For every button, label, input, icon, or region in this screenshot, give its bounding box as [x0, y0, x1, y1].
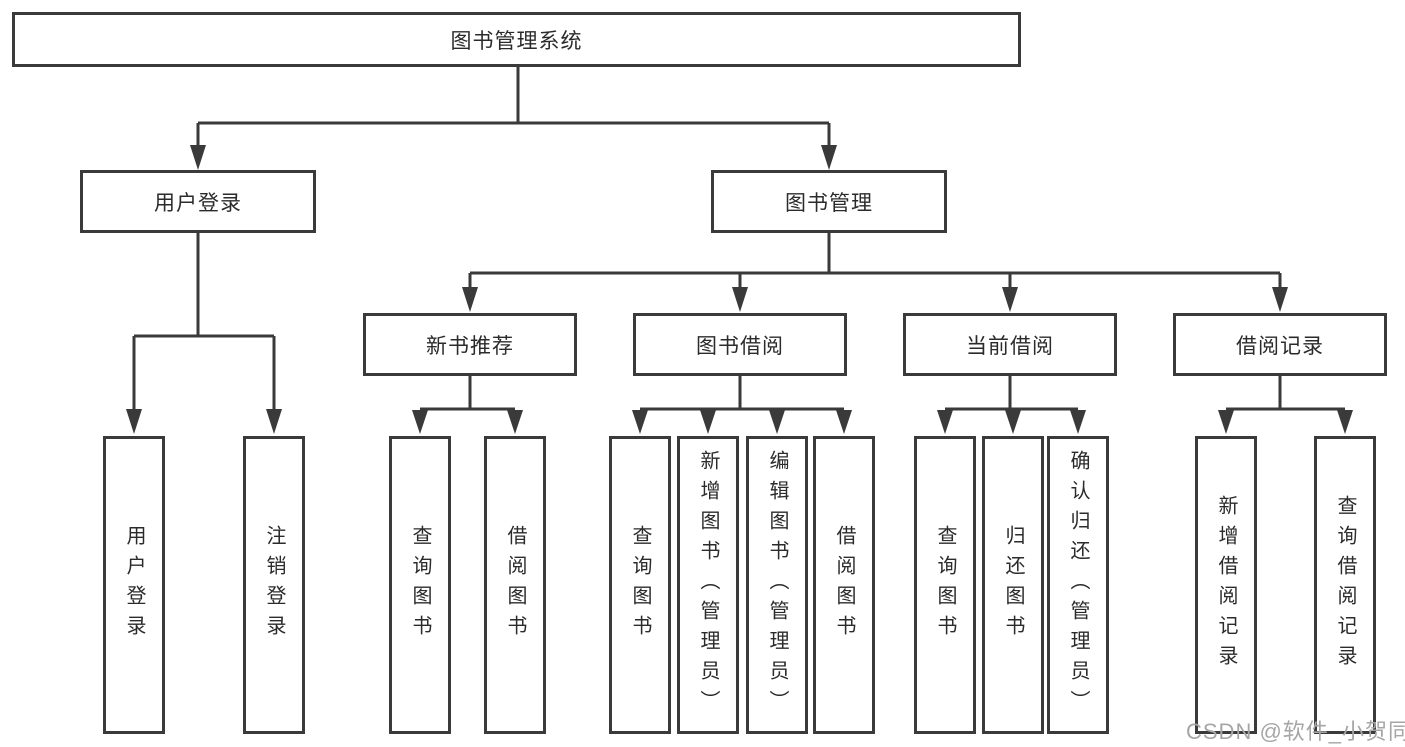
node-book-borrowing: 图书借阅 [633, 313, 847, 376]
node-new-book-recommendation: 新书推荐 [363, 313, 577, 376]
leaf-edit-books-admin: 编辑图书（管理员） [746, 436, 808, 734]
node-label: 用户登录 [123, 525, 145, 645]
node-label: 借阅图书 [504, 525, 526, 645]
node-label: 新增图书（管理员） [697, 450, 719, 720]
leaf-user-login: 用户登录 [103, 436, 165, 734]
connector-shafts [132, 67, 1345, 412]
arrowheads [126, 145, 1353, 434]
leaf-query-books-current: 查询图书 [914, 436, 976, 734]
node-library-management-system: 图书管理系统 [12, 12, 1021, 67]
node-label: 借阅图书 [833, 525, 855, 645]
leaf-add-borrow-record: 新增借阅记录 [1195, 436, 1257, 734]
node-label: 图书借阅 [696, 334, 784, 358]
leaf-return-books: 归还图书 [982, 436, 1044, 734]
node-label: 借阅记录 [1236, 334, 1324, 358]
node-label: 查询图书 [934, 525, 956, 645]
node-label: 确认归还（管理员） [1067, 450, 1089, 720]
node-label: 编辑图书（管理员） [766, 450, 788, 720]
node-current-borrowing: 当前借阅 [903, 313, 1117, 376]
leaf-query-borrow-record: 查询借阅记录 [1314, 436, 1376, 734]
node-borrowing-records: 借阅记录 [1173, 313, 1387, 376]
node-label: 查询图书 [629, 525, 651, 645]
leaf-query-books-borrow: 查询图书 [609, 436, 671, 734]
node-label: 用户登录 [154, 191, 242, 215]
node-label: 图书管理 [785, 191, 873, 215]
leaf-borrow-books: 借阅图书 [813, 436, 875, 734]
leaf-confirm-return-admin: 确认归还（管理员） [1047, 436, 1109, 734]
csdn-watermark: CSDN @软件_小贺同学 [1186, 719, 1405, 744]
leaf-query-books-recommend: 查询图书 [389, 436, 451, 734]
node-label: 查询借阅记录 [1334, 495, 1356, 675]
node-label: 当前借阅 [966, 334, 1054, 358]
node-label: 图书管理系统 [450, 29, 583, 53]
node-user-login: 用户登录 [80, 170, 316, 233]
node-book-management: 图书管理 [711, 170, 947, 233]
node-label: 新书推荐 [426, 334, 514, 358]
node-label: 查询图书 [409, 525, 431, 645]
leaf-add-books-admin: 新增图书（管理员） [677, 436, 739, 734]
node-label: 新增借阅记录 [1215, 495, 1237, 675]
leaf-logout: 注销登录 [243, 436, 305, 734]
node-label: 注销登录 [263, 525, 285, 645]
leaf-borrow-books-recommend: 借阅图书 [484, 436, 546, 734]
node-label: 归还图书 [1002, 525, 1024, 645]
